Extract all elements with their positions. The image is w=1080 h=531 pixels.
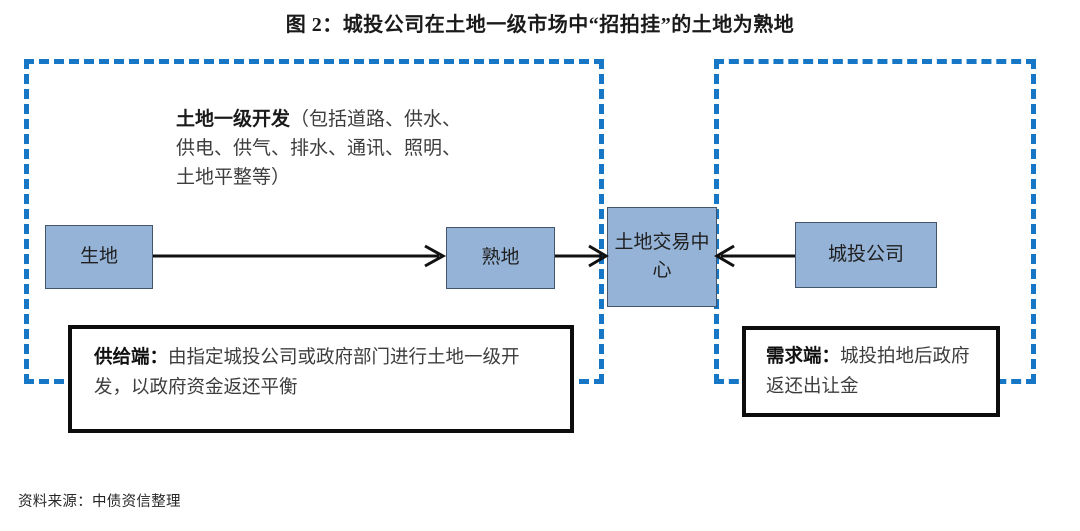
land-development-note: 土地一级开发（包括道路、供水、供电、供气、排水、通讯、照明、土地平整等） (176, 105, 466, 192)
callout-supply-side-lead: 供给端： (94, 348, 169, 368)
box-raw-land[interactable]: 生地 (45, 225, 153, 289)
figure-title: 图 2：城投公司在土地一级市场中“招拍挂”的土地为熟地 (285, 14, 795, 36)
callout-supply-side: 供给端：由指定城投公司或政府部门进行土地一级开发，以政府资金返还平衡 (68, 325, 574, 433)
box-land-exchange-center[interactable]: 土地交易中心 (607, 207, 717, 307)
land-development-note-body: （包括道路、供水、供电、供气、排水、通讯、照明、土地平整等） (176, 109, 462, 188)
callout-supply-side-body: 由指定城投公司或政府部门进行土地一级开发，以政府资金返还平衡 (94, 348, 520, 398)
land-development-note-lead: 土地一级开发 (176, 109, 291, 130)
callout-demand-side-body: 城投拍地后政府返还出让金 (766, 347, 970, 397)
source-note: 资料来源：中债资信整理 (18, 494, 181, 510)
callout-demand-side-lead: 需求端： (766, 347, 841, 367)
box-ready-land[interactable]: 熟地 (446, 227, 555, 289)
box-ltv-company[interactable]: 城投公司 (795, 222, 937, 288)
callout-demand-side: 需求端：城投拍地后政府返还出让金 (742, 326, 1000, 417)
